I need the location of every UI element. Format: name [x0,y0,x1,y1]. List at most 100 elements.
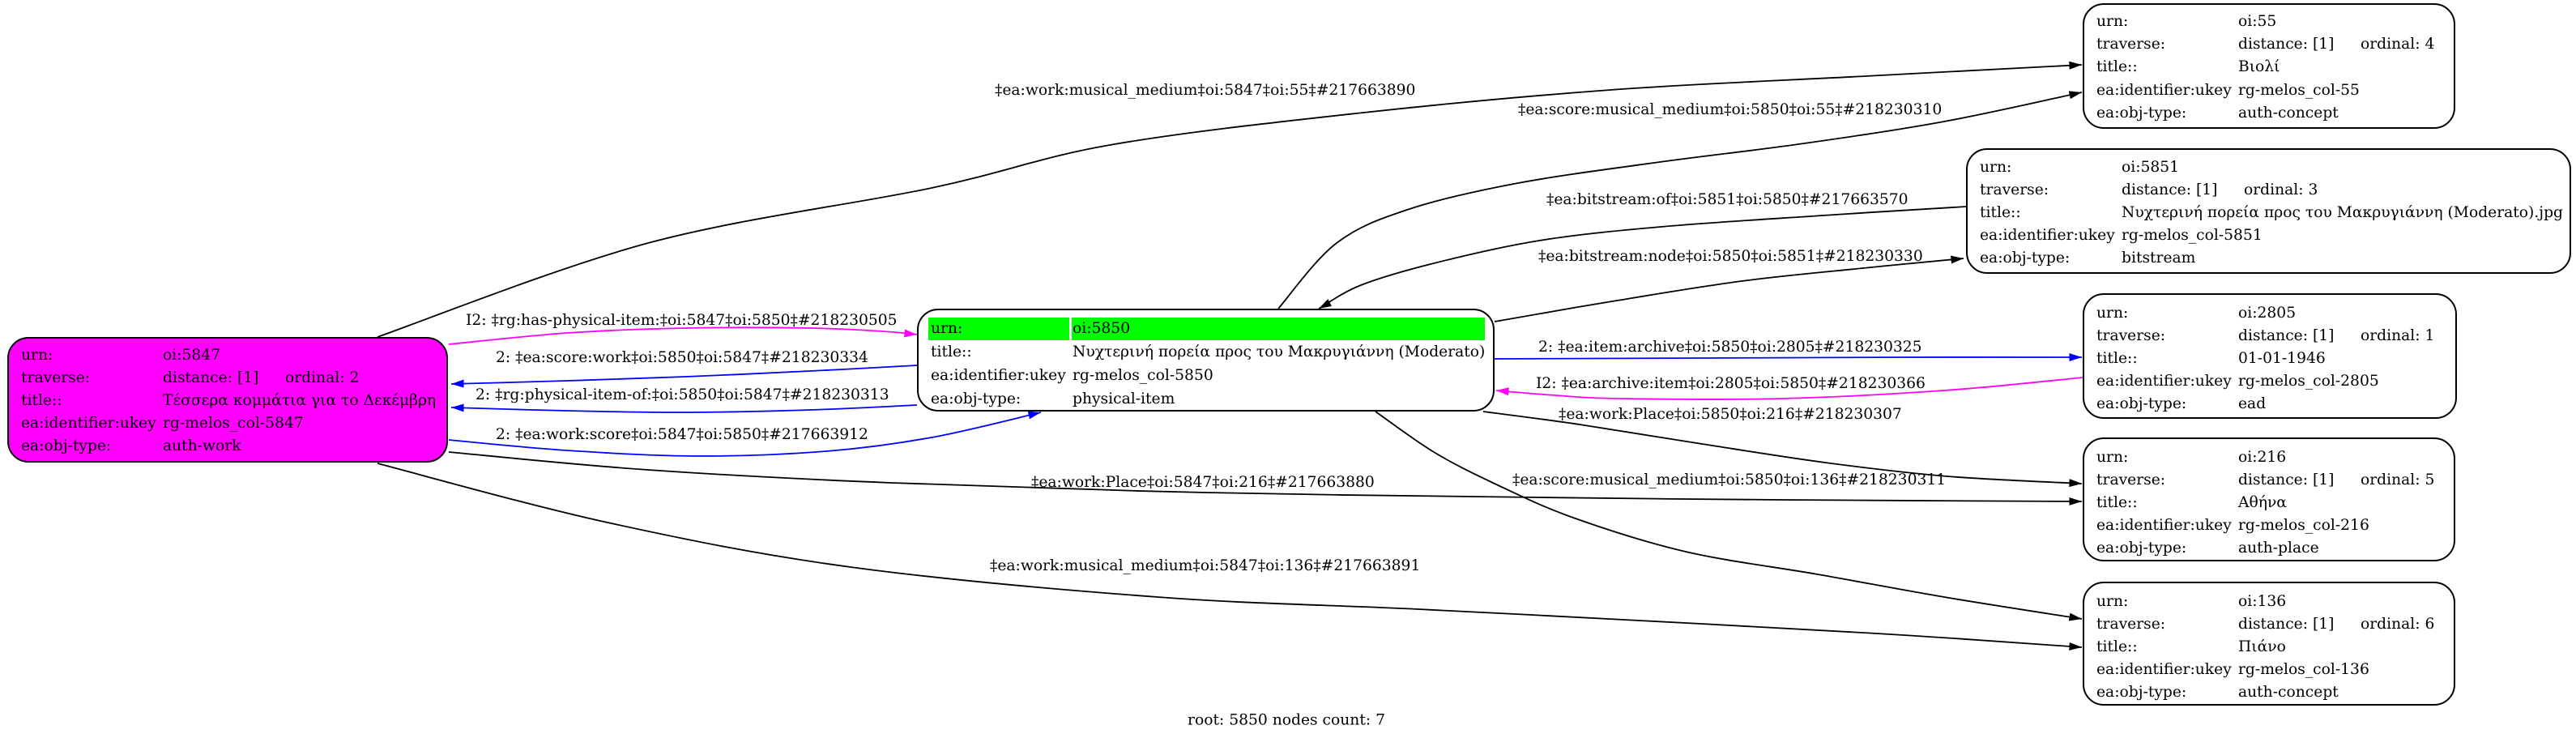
graph-footer: root: 5850 nodes count: 7 [1188,711,1385,729]
row-label: urn: [1980,159,2012,176]
row-label: traverse: [2096,616,2166,633]
row-label: urn: [2096,593,2129,610]
node-oi-5851-row-3: ea:identifier:ukey rg-melos_col-5851 [1968,224,2570,247]
row-label: traverse: [1980,181,2049,198]
node-oi-5851-row-0: urn: oi:5851 [1968,156,2570,179]
edge-work-place-5850-216 [1482,411,2083,488]
row-value: rg-melos_col-2805 [2238,373,2379,390]
node-oi-216: urn: oi:216 traverse: distance: [1] ordinal:… [2083,437,2455,561]
row-label: ea:identifier:ukey [1980,227,2115,244]
edge-label-bitstream-node-5850-5851: ‡ea:bitstream:node‡oi:5850‡oi:5851‡#2182… [1538,248,1923,265]
highlight-cell-label [928,318,1069,340]
edge-has-physical-item-5847-5850 [448,326,918,345]
row-label: title:: [1980,204,2021,221]
row-value: auth-concept [2238,684,2339,701]
node-oi-5847-row-4: ea:obj-type:auth-work [9,435,446,458]
row-label: title:: [21,392,62,409]
row-value: distance: [1] [2238,327,2335,344]
row-value: oi:5847 [163,347,221,364]
row-label: ea:identifier:ukey [2096,517,2232,534]
row-label: urn: [931,320,963,337]
highlight-cell-value [1072,318,1485,340]
row-label: ea:obj-type: [1980,250,2071,267]
row-label: title:: [2096,350,2138,367]
edge-label-physical-item-of-5850-5847: 2: ‡rg:physical-item-of:‡oi:5850‡oi:5847… [476,386,889,403]
row-label: traverse: [2096,327,2166,344]
row-label: ea:obj-type: [2096,684,2187,701]
row-value: oi:136 [2238,593,2287,610]
edge-item-archive-5850-2805 [1494,352,2083,361]
row-label: ea:obj-type: [2096,105,2187,122]
row-label: ea:identifier:ukey [2096,373,2232,390]
row-value: oi:2805 [2238,305,2297,322]
node-oi-2805-row-0: urn: oi:2805 [2084,302,2455,325]
row-label: urn: [2096,305,2129,322]
row-value-ordinal: ordinal: 4 [2361,36,2435,53]
row-value: physical-item [1073,390,1175,407]
row-value-ordinal: ordinal: 2 [285,369,360,386]
row-value: rg-melos_col-55 [2238,82,2360,99]
node-oi-5847-row-0: urn:oi:5847 [9,344,446,367]
row-value-ordinal: ordinal: 5 [2361,471,2435,488]
edge-label-work-place-5847-216: ‡ea:work:Place‡oi:5847‡oi:216‡#217663880 [1031,474,1375,491]
row-value: Νυχτερινή πορεία προς του Μακρυγιάννη (M… [2122,204,2564,221]
row-value: auth-concept [2238,105,2339,122]
edge-work-musical-medium-5847-136 [377,463,2083,651]
row-label: ea:identifier:ukey [21,415,156,432]
node-oi-5851-row-2: title::Νυχτερινή πορεία προς του Μακρυγι… [1968,202,2570,224]
node-oi-2805-row-3: ea:identifier:ukey rg-melos_col-2805 [2084,370,2455,393]
edge-label-work-musical-medium-5847-136: ‡ea:work:musical_medium‡oi:5847‡oi:136‡#… [990,557,1421,574]
node-oi-216-row-3: ea:identifier:ukey rg-melos_col-216 [2084,514,2454,537]
row-value: 01-01-1946 [2238,350,2326,367]
node-oi-5851-row-4: ea:obj-type:bitstream [1968,247,2570,270]
edge-score-musical-medium-5850-136 [1375,411,2083,621]
row-label: ea:obj-type: [2096,540,2187,557]
node-oi-216-row-4: ea:obj-type: auth-place [2084,537,2454,560]
node-oi-55-row-4: ea:obj-type: auth-concept [2084,102,2454,125]
edge-label-item-archive-5850-2805: 2: ‡ea:item:archive‡oi:5850‡oi:2805‡#218… [1538,339,1922,356]
edge-bitstream-of-5851-5850 [1318,206,1967,309]
row-value: auth-place [2238,540,2319,557]
row-value: rg-melos_col-5850 [1073,367,1213,384]
edge-label-work-place-5850-216: ‡ea:work:Place‡oi:5850‡oi:216‡#218230307 [1559,406,1902,423]
node-oi-136-row-2: title::Πιάνο [2084,636,2454,659]
row-value: Πιάνο [2238,638,2286,655]
row-value: rg-melos_col-5851 [2122,227,2263,244]
node-oi-136-row-1: traverse:distance: [1]ordinal: 6 [2084,613,2454,636]
edge-score-musical-medium-5850-55 [1277,91,2083,309]
node-oi-2805-row-2: title::01-01-1946 [2084,348,2455,370]
node-oi-5847: urn:oi:5847 traverse: distance: [1] ordinal… [7,337,448,463]
row-label: title:: [2096,494,2138,511]
row-value: distance: [1] [2238,36,2335,53]
row-value: oi:216 [2238,449,2287,466]
row-label: traverse: [2096,471,2166,488]
edge-work-score-5847-5850 [448,411,1042,457]
edge-physical-item-of-5850-5847 [450,403,918,413]
edge-label-bitstream-of-5851-5850: ‡ea:bitstream:of‡oi:5851‡oi:5850‡#217663… [1546,191,1909,208]
row-value: distance: [1] [2238,471,2335,488]
edge-label-archive-item-2805-5850: I2: ‡ea:archive:item‡oi:2805‡oi:5850‡#21… [1536,375,1926,392]
row-label: urn: [2096,449,2129,466]
row-label: traverse: [21,369,91,386]
edge-score-work-5850-5847 [450,365,918,388]
row-value: Αθήνα [2238,494,2287,511]
row-label: traverse: [2096,36,2166,53]
row-value: oi:5851 [2122,159,2180,176]
edge-archive-item-2805-5850 [1495,377,2083,400]
node-oi-55-row-0: urn:oi:55 [2084,11,2454,33]
row-value-ordinal: ordinal: 1 [2361,327,2435,344]
row-value: distance: [1] [163,369,259,386]
node-oi-216-row-0: urn: oi:216 [2084,446,2454,469]
row-label: urn: [2096,13,2129,30]
node-oi-5851-row-1: traverse:distance: [1]ordinal: 3 [1968,179,2570,202]
node-oi-216-row-1: traverse: distance: [1] ordinal: 5 [2084,469,2454,492]
edge-label-work-musical-medium-5847-55: ‡ea:work:musical_medium‡oi:5847‡oi:55‡#2… [995,82,1416,99]
row-label: ea:obj-type: [21,437,112,454]
node-oi-136: urn: oi:136 traverse:distance: [1]ordinal:… [2083,582,2455,706]
edge-label-score-musical-medium-5850-136: ‡ea:score:musical_medium‡oi:5850‡oi:136‡… [1512,471,1947,488]
node-oi-55-row-1: traverse: distance: [1] ordinal: 4 [2084,33,2454,56]
row-label: title:: [931,343,972,360]
row-value: rg-melos_col-216 [2238,517,2369,534]
